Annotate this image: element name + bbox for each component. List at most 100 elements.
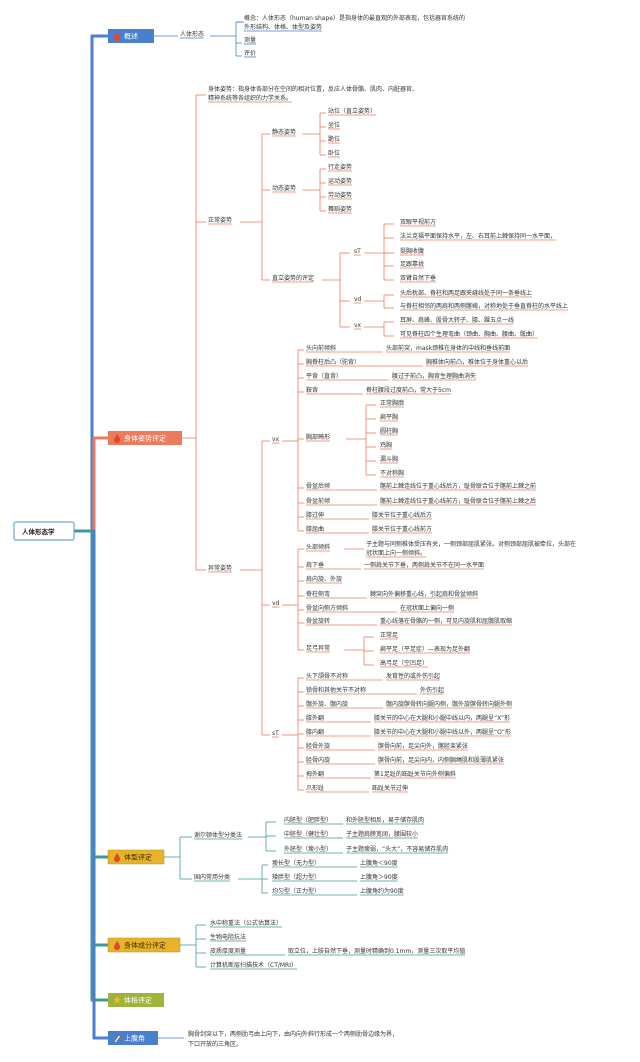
abnormal-vx-item-value: 脊柱腰段过度前凸，常大于5cm: [366, 386, 451, 394]
abnormal-st-item-key: 爪形趾: [306, 784, 324, 792]
node-composition[interactable]: 身体成分评定: [107, 937, 181, 953]
node-overview-label: 概述: [124, 32, 138, 41]
node-epigastric[interactable]: 上腹角: [108, 1031, 158, 1045]
domestic-item-key: 均匀型（正力型）: [272, 887, 320, 895]
dynamic-item: 劳动姿势: [328, 191, 352, 199]
node-physique-label: 体格评定: [124, 996, 152, 1005]
upright-vd: vd: [354, 296, 362, 303]
static-item: 卧位: [328, 149, 340, 157]
abnormal-vd-item-key: 脊柱侧弯: [306, 590, 330, 598]
upright-vx-item: 可见脊柱四个生理弯曲（颈曲、胸曲、腰曲、骶曲）: [400, 330, 538, 338]
abnormal-st-item-key: 胫骨内旋: [306, 756, 330, 764]
posture-abnormal: 异常姿势: [208, 564, 232, 572]
node-physique-bg: [108, 993, 164, 1007]
upright-vx: vx: [354, 322, 362, 329]
overview-item: 概念：人体形态（human shape）是指身体的最直观的外部表现，包括器官系统…: [244, 14, 465, 22]
brush-icon: [113, 1034, 121, 1044]
abnormal-vx-item2-value: 膝关节位于重心线后方: [372, 511, 432, 519]
composition-item-key: 水中称重法（公式估算法）: [210, 919, 282, 927]
domestic-classification: 国内常用分类: [194, 873, 230, 881]
epigastric-text: 下口开放的三角区。: [188, 1040, 242, 1048]
epigastric-text: 胸骨剑突以下，两侧肋弓由上向下，由内向外斜行形成一个两侧肋骨边缘为界，: [188, 1030, 398, 1038]
upright-st-item: 双眼平视前方: [400, 218, 436, 226]
upright-vd-item: 头后枕部、脊柱和两足跟夹缝线处于同一条垂线上: [400, 289, 532, 297]
chest-item: 圆柱胸: [380, 427, 398, 435]
abnormal-vd: vd: [272, 600, 280, 607]
sheldon-item-key: 中胚型（健壮型）: [284, 830, 332, 838]
root-node[interactable]: 人体形态学: [13, 521, 75, 541]
static-item: 跪位: [328, 135, 340, 143]
sheldon-item-key: 外胚型（瘦小型）: [284, 845, 332, 853]
node-posture-bg: [108, 431, 182, 445]
composition-item-key: 生物电阻抗法: [210, 933, 246, 941]
node-physique[interactable]: 体格评定: [108, 993, 164, 1007]
dynamic-item: 舞蹈姿势: [328, 205, 352, 213]
static-item: 站位（直立姿势）: [328, 107, 376, 115]
node-body-type[interactable]: 体型评定: [107, 849, 165, 865]
abnormal-vd-item-value: 一侧肩关节下垂，两侧肩关节不在同一水平面: [364, 561, 484, 569]
chest-item: 扁平胸: [380, 413, 398, 421]
overview-item: 外形结构、体格、体型及姿势: [244, 23, 322, 31]
abnormal-vx-item2-key: 膝屈曲: [306, 525, 324, 533]
abnormal-vx-item2-value: 髂前上棘连线位于重心线前方，耻骨联合位于髂前上棘之后: [380, 497, 536, 505]
posture-definition: 精神系统等各组织的力学关系。: [208, 94, 292, 102]
abnormal-st-item-value: 外伤引起: [420, 686, 444, 694]
overview-item: 评价: [244, 49, 256, 57]
domestic-item-key: 瘦长型（无力型）: [272, 859, 320, 867]
dynamic-posture: 动态姿势: [272, 184, 296, 192]
abnormal-st-item-key: 胫骨外旋: [306, 742, 330, 750]
abnormal-vd-item-key: 骨盆旋转: [306, 617, 330, 625]
domestic-item-value: 上腹角约为90度: [360, 887, 404, 895]
abnormal-st-item-value: 膝关节的中心在大腿和小腿中线以内，两腿呈“X”形: [374, 714, 510, 722]
fire-icon: [114, 941, 120, 950]
foot-item: 扁平足（平足症）—表现为足外翻: [380, 645, 470, 653]
abnormal-st-item-value: 髋内旋髌骨转向腿内侧，髋外旋髌骨转向腿外侧: [386, 700, 512, 708]
node-posture[interactable]: 身体姿势评定: [108, 431, 182, 445]
head-tilt-value: 子主题与同侧椎体受压有关，一侧颈部屈肌紧张。对侧颈部屈肌被牵拉，头部在: [366, 540, 576, 548]
abnormal-st-item-key: 锁骨和其他关节不对称: [306, 686, 366, 694]
abnormal-st: sT: [272, 730, 279, 737]
node-body-type-label: 体型评定: [124, 853, 152, 862]
domestic-item-value: 上腹角＞90度: [360, 873, 398, 881]
node-body-type-bg: [107, 849, 165, 865]
sheldon-item-key: 内胚型（肥胖型）: [284, 816, 332, 824]
abnormal-st-item-key: 头下颌骨不对称: [306, 672, 348, 680]
abnormal-st-item-key: 膝外翻: [306, 714, 324, 722]
static-item: 坐位: [328, 121, 340, 129]
abnormal-st-item-key: 髋外旋、髋内旋: [306, 700, 348, 708]
abnormal-vx-item-key: 头向前倾斜: [306, 344, 336, 352]
abnormal-vd-item-key: 肩下垂: [306, 561, 324, 569]
star-icon: [113, 996, 121, 1004]
abnormal-st-item-value: 髌骨向前，足尖向外，髂胫束紧张: [378, 742, 468, 750]
abnormal-vx-item2-key: 骨盆前倾: [306, 497, 330, 505]
abnormal-vx-item2-value: 髂前上棘连线位于重心线后方，耻骨联合位于髂前上棘之前: [380, 482, 536, 490]
abnormal-vx-item-key: 鞍背: [306, 386, 318, 394]
upright-st-item: 足跟靠拢: [400, 260, 424, 268]
abnormal-vx-item-value: 腰过于前凸，胸背生理胸曲消失: [392, 372, 476, 380]
chest-item: 鸡胸: [380, 441, 392, 449]
fire-icon: [114, 32, 120, 41]
overview-child: 人体形态: [180, 30, 204, 38]
node-posture-label: 身体姿势评定: [124, 434, 166, 443]
static-posture: 静态姿势: [272, 128, 296, 136]
abnormal-st-item-value: 膝关节的中心在大腿和小腿中线以外，两腿呈“O”形: [374, 728, 511, 736]
head-tilt-key: 头部倾斜: [306, 543, 330, 551]
connector-lines: [72, 21, 569, 1040]
foot-arch: 足弓异常: [306, 644, 330, 652]
sheldon-item-value: 子主题肩膀宽阔，腰围较小: [346, 830, 418, 838]
upright-st-item: 法兰克福平面保持水平，左、右耳前上棘保持同一水平面，: [400, 232, 556, 240]
abnormal-vd-item-value: 重心线落在骨骼的一侧，可见内旋肌和屈髋肌取缩: [380, 617, 512, 625]
sheldon-item-value: 和外胚型相反，易于储存肌肉: [346, 816, 424, 824]
chest-item: 不对称胸: [380, 469, 404, 477]
abnormal-st-item-value: 发育性的或外伤引起: [386, 672, 440, 680]
dynamic-item: 行走姿势: [328, 163, 352, 171]
posture-normal: 正常姿势: [208, 216, 232, 224]
posture-definition: 身体姿势：指身体各部分在空间的相对位置，反应人体骨骼、肌肉、内脏器官、: [208, 85, 418, 93]
abnormal-vd-item-key: 肩内旋、外旋: [306, 575, 342, 583]
node-composition-label: 身体成分评定: [124, 941, 166, 950]
chest-item: 漏斗胸: [380, 455, 398, 463]
foot-item: 正常足: [380, 631, 398, 639]
overview-item: 测量: [244, 36, 256, 44]
abnormal-vx-item2-value: 膝关节位于重心线前方: [372, 525, 432, 533]
domestic-item-key: 矮胖型（超力型）: [272, 873, 320, 881]
